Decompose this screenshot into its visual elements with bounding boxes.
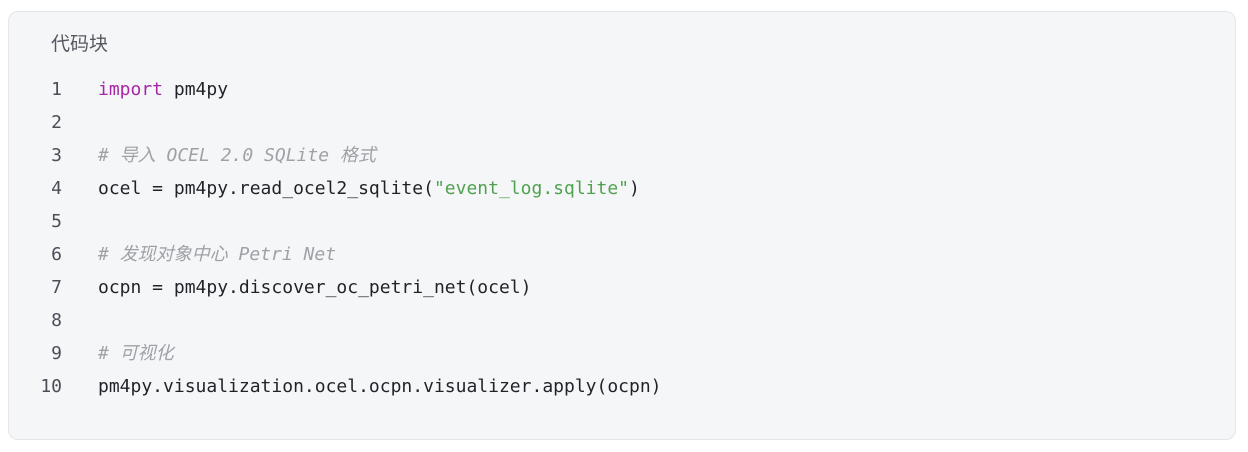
code-line: 2 [9, 106, 1235, 139]
line-number: 7 [51, 277, 62, 298]
code-token-comment: # 导入 OCEL 2.0 SQLite 格式 [98, 145, 376, 166]
code-token-plain: pm4py [163, 79, 229, 100]
code-text: # 发现对象中心 Petri Net [98, 238, 336, 271]
code-line: 1 import pm4py [9, 73, 1235, 106]
code-text: ocpn = pm4py.discover_oc_petri_net(ocel) [98, 271, 531, 304]
line-number: 9 [51, 343, 62, 364]
code-text: ocel = pm4py.read_ocel2_sqlite("event_lo… [98, 172, 640, 205]
line-number: 3 [51, 145, 62, 166]
code-token-plain: pm4py.visualization.ocel.ocpn.visualizer… [98, 376, 662, 397]
code-token-plain: ocel = pm4py.read_ocel2_sqlite( [98, 178, 434, 199]
line-number: 6 [51, 244, 62, 265]
code-text: # 可视化 [98, 337, 174, 370]
code-token-comment: # 发现对象中心 Petri Net [98, 244, 337, 265]
line-number: 2 [51, 112, 62, 133]
code-text: import pm4py [98, 73, 228, 106]
code-token-keyword: import [98, 79, 164, 100]
code-line: 8 [9, 304, 1235, 337]
code-token-comment: # 可视化 [98, 343, 174, 364]
code-block: 代码块 1 import pm4py 2 3 # 导入 OCEL 2.0 SQLite … [8, 11, 1236, 440]
line-number: 5 [51, 211, 62, 232]
code-line: 10 pm4py.visualization.ocel.ocpn.visualiz… [9, 370, 1235, 403]
line-number: 8 [51, 310, 62, 331]
code-line: 5 [9, 205, 1235, 238]
code-body[interactable]: 1 import pm4py 2 3 # 导入 OCEL 2.0 SQLite 格式 4 o… [9, 73, 1235, 403]
code-token-plain: ocpn = pm4py.discover_oc_petri_net(ocel) [98, 277, 532, 298]
code-text: pm4py.visualization.ocel.ocpn.visualizer… [98, 370, 662, 403]
line-number: 4 [51, 178, 62, 199]
code-token-string: "event_log.sqlite" [433, 178, 630, 199]
code-line: 9 # 可视化 [9, 337, 1235, 370]
code-text: # 导入 OCEL 2.0 SQLite 格式 [98, 139, 376, 172]
line-number: 1 [51, 79, 62, 100]
code-line: 3 # 导入 OCEL 2.0 SQLite 格式 [9, 139, 1235, 172]
line-number: 10 [40, 376, 62, 397]
code-line: 6 # 发现对象中心 Petri Net [9, 238, 1235, 271]
code-token-plain: ) [629, 178, 640, 199]
code-line: 4 ocel = pm4py.read_ocel2_sqlite("event_l… [9, 172, 1235, 205]
code-line: 7 ocpn = pm4py.discover_oc_petri_net(ocel… [9, 271, 1235, 304]
code-block-title: 代码块 [51, 33, 109, 55]
